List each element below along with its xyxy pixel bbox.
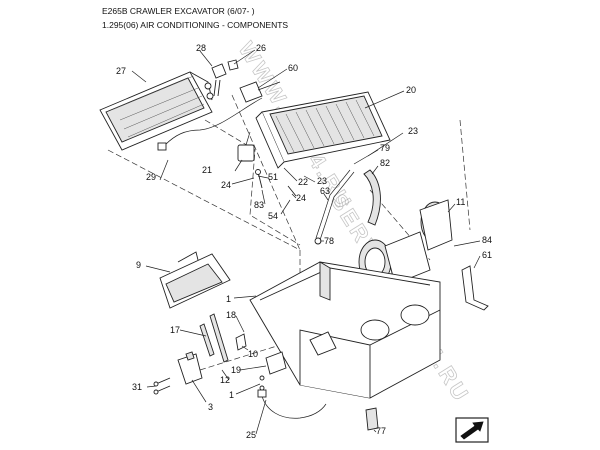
callout-25: 25 bbox=[246, 430, 256, 440]
callout-84: 84 bbox=[482, 235, 492, 245]
resistor bbox=[259, 351, 287, 391]
callout-61: 61 bbox=[482, 250, 492, 260]
hose-82 bbox=[363, 169, 381, 226]
callout-31: 31 bbox=[132, 382, 142, 392]
callout-54: 54 bbox=[268, 211, 278, 221]
callout-77: 77 bbox=[376, 426, 386, 436]
next-page-button[interactable] bbox=[455, 417, 489, 443]
leader-lines bbox=[131, 49, 481, 435]
main-housing bbox=[249, 261, 441, 399]
page-subtitle: 1.295(06) AIR CONDITIONING - COMPONENTS bbox=[102, 20, 289, 30]
callout-82: 82 bbox=[380, 158, 390, 168]
screws-24 bbox=[255, 169, 297, 197]
clip-10 bbox=[235, 333, 247, 351]
callout-18: 18 bbox=[226, 310, 236, 320]
callout-24b: 24 bbox=[296, 193, 306, 203]
fittings-top bbox=[211, 59, 239, 97]
evaporator bbox=[255, 91, 391, 169]
callout-22: 22 bbox=[298, 177, 308, 187]
callout-26: 26 bbox=[256, 43, 266, 53]
air-filter bbox=[159, 251, 231, 309]
gasket-77 bbox=[365, 407, 379, 431]
callout-19: 19 bbox=[231, 365, 241, 375]
actuator bbox=[177, 351, 203, 385]
callout-60: 60 bbox=[288, 63, 298, 73]
callout-29: 29 bbox=[146, 172, 156, 182]
rods bbox=[199, 313, 229, 363]
callout-24a: 24 bbox=[221, 180, 231, 190]
expansion-valve bbox=[239, 81, 281, 103]
callout-1a: 1 bbox=[226, 294, 231, 304]
callout-79: 79 bbox=[380, 143, 390, 153]
callout-labels: 27 29 28 26 60 20 23 79 82 21 24 51 83 5… bbox=[116, 43, 492, 440]
callout-11: 11 bbox=[456, 197, 465, 207]
bracket-61 bbox=[461, 265, 489, 311]
callout-78: 78 bbox=[324, 236, 334, 246]
callout-51: 51 bbox=[268, 172, 278, 182]
callout-63: 63 bbox=[320, 186, 330, 196]
callout-1b: 1 bbox=[229, 390, 234, 400]
callout-83: 83 bbox=[254, 200, 264, 210]
callout-23b: 23 bbox=[317, 176, 327, 186]
refrigerant-pipes bbox=[314, 169, 355, 245]
callout-23a: 23 bbox=[408, 126, 418, 136]
heater-core bbox=[99, 71, 214, 151]
thermostat bbox=[237, 131, 255, 162]
callout-27: 27 bbox=[116, 66, 126, 76]
callout-12: 12 bbox=[220, 375, 230, 385]
callout-17: 17 bbox=[170, 325, 180, 335]
page-title: E265B CRAWLER EXCAVATOR (6/07- ) bbox=[102, 6, 255, 16]
wire-harness bbox=[257, 389, 327, 419]
arrow-next-icon bbox=[460, 421, 484, 440]
callout-21: 21 bbox=[202, 165, 212, 175]
callout-28: 28 bbox=[196, 43, 206, 53]
callout-20: 20 bbox=[406, 85, 416, 95]
sensor-wire bbox=[157, 97, 263, 151]
callout-3: 3 bbox=[208, 402, 213, 412]
callout-9: 9 bbox=[136, 260, 141, 270]
screws-31 bbox=[153, 377, 171, 395]
callout-10: 10 bbox=[248, 349, 258, 359]
